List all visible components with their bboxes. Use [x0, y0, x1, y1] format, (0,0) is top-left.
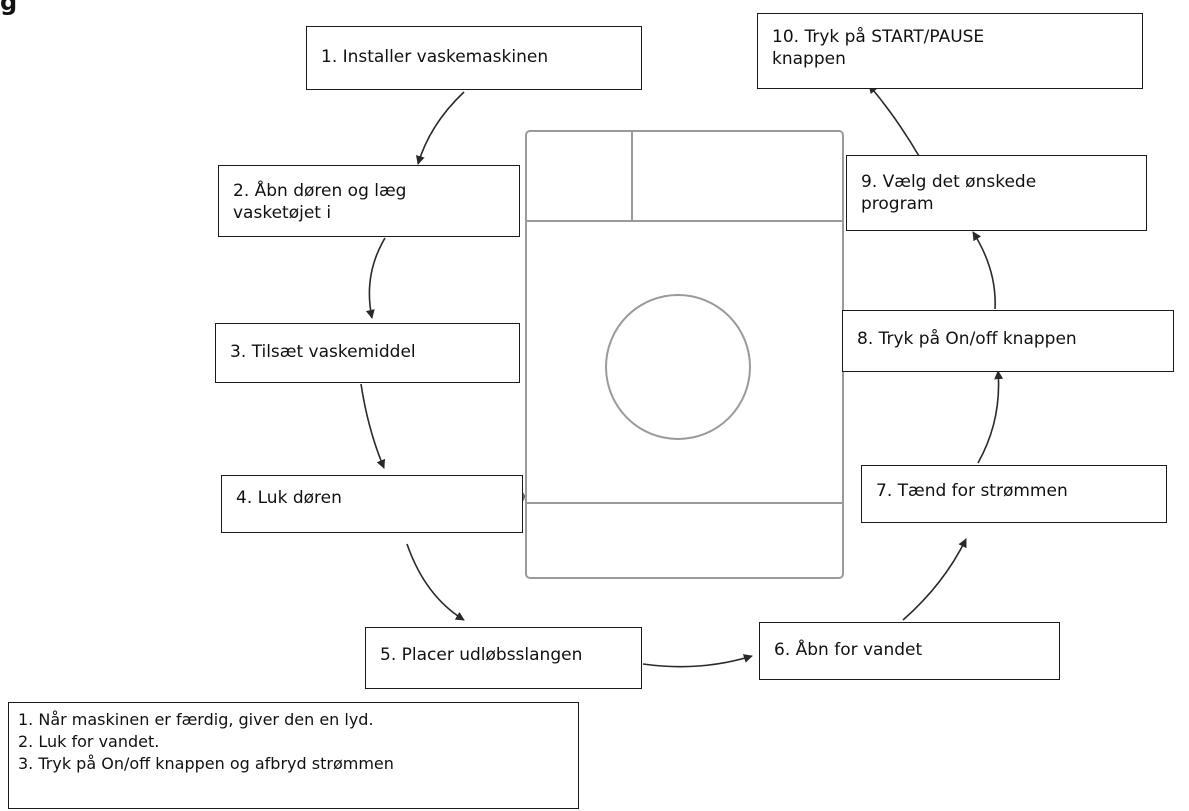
machine-body: [525, 130, 844, 579]
arrow-6-to-7: [902, 538, 967, 621]
step-9-box: 9. Vælg det ønskede program: [846, 155, 1147, 231]
arrow-4-to-5: [406, 543, 465, 621]
step-1-box: 1. Installer vaskemaskinen: [306, 26, 642, 90]
flow-arrows: [360, 84, 1004, 668]
step-9-label: 9. Vælg det ønskede program: [861, 172, 1037, 214]
after-wash-notes: 1. Når maskinen er færdig, giver den en …: [8, 702, 579, 809]
step-2-label: 2. Åbn døren og læg vasketøjet i: [233, 181, 407, 223]
step-10-box: 10. Tryk på START/PAUSE knappen: [757, 13, 1143, 89]
step-3-box: 3. Tilsæt vaskemiddel: [215, 323, 520, 383]
step-8-box: 8. Tryk på On/off knappen: [842, 310, 1174, 372]
step-3-label: 3. Tilsæt vaskemiddel: [230, 342, 416, 362]
step-7-label: 7. Tænd for strømmen: [876, 481, 1068, 501]
arrow-5-to-6: [642, 654, 753, 668]
arrow-1-to-2: [416, 91, 465, 165]
step-2-box: 2. Åbn døren og læg vasketøjet i: [218, 165, 520, 237]
step-6-label: 6. Åbn for vandet: [774, 640, 923, 660]
note-1: 1. Når maskinen er færdig, giver den en …: [18, 710, 374, 729]
arrow-2-to-3: [365, 237, 386, 319]
step-1-label: 1. Installer vaskemaskinen: [321, 47, 549, 67]
note-3: 3. Tryk på On/off knappen og afbryd strø…: [18, 754, 394, 773]
arrow-3-to-4: [360, 383, 386, 469]
step-7-box: 7. Tænd for strømmen: [861, 465, 1167, 523]
arrow-8-to-9: [972, 231, 996, 310]
arrow-9-to-10: [868, 84, 920, 157]
step-5-label: 5. Placer udløbsslangen: [380, 645, 583, 665]
step-5-box: 5. Placer udløbsslangen: [365, 627, 642, 689]
step-4-label: 4. Luk døren: [236, 488, 342, 508]
step-10-label: 10. Tryk på START/PAUSE knappen: [772, 27, 985, 69]
note-2: 2. Luk for vandet.: [18, 732, 160, 751]
machine-door-icon: [605, 294, 751, 440]
step-6-box: 6. Åbn for vandet: [759, 622, 1060, 680]
heading-fragment: g: [0, 0, 18, 16]
arrow-7-to-8: [977, 370, 1004, 464]
washing-machine-illustration: [521, 130, 844, 579]
step-4-box: 4. Luk døren: [221, 475, 523, 533]
step-8-label: 8. Tryk på On/off knappen: [857, 329, 1077, 349]
